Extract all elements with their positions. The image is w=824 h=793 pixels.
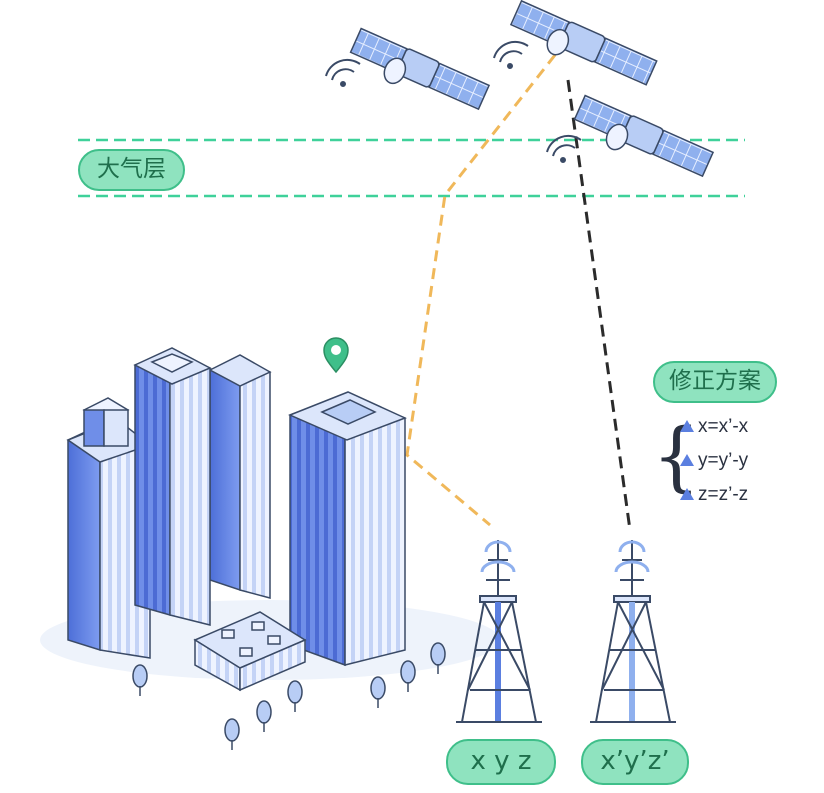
building-back xyxy=(208,354,272,599)
formula-text: x=x’-x xyxy=(698,416,749,437)
building-center xyxy=(288,391,407,667)
satellite-icon xyxy=(509,0,658,86)
location-pin-icon xyxy=(323,337,349,374)
triangle-delta-icon xyxy=(680,420,694,432)
correction-plan-label: 修正方案 xyxy=(653,361,777,403)
building-low xyxy=(193,611,307,692)
tree-icon xyxy=(132,642,446,750)
cell-tower-icon xyxy=(456,540,542,723)
formula-z: z=z’-z xyxy=(680,484,748,506)
satellite-icon xyxy=(573,94,715,178)
signal-path-reference xyxy=(405,54,557,527)
wifi-signal-icon xyxy=(325,58,361,87)
formula-y: y=y’-y xyxy=(680,450,748,472)
cell-tower-icon xyxy=(590,540,676,723)
formula-x: x=x’-x xyxy=(680,416,748,438)
formula-text: z=z’-z xyxy=(698,484,749,505)
formula-text: y=y’-y xyxy=(698,450,749,471)
reference-station-label: x y z xyxy=(446,739,556,785)
measured-station-label: x’y’z’ xyxy=(581,739,689,785)
wifi-signal-icon xyxy=(546,134,582,163)
wifi-signal-icon xyxy=(493,40,529,69)
triangle-delta-icon xyxy=(680,488,694,500)
atmosphere-label: 大气层 xyxy=(78,149,185,191)
building-tall xyxy=(133,347,212,626)
satellite-icon xyxy=(349,27,491,111)
triangle-delta-icon xyxy=(680,454,694,466)
